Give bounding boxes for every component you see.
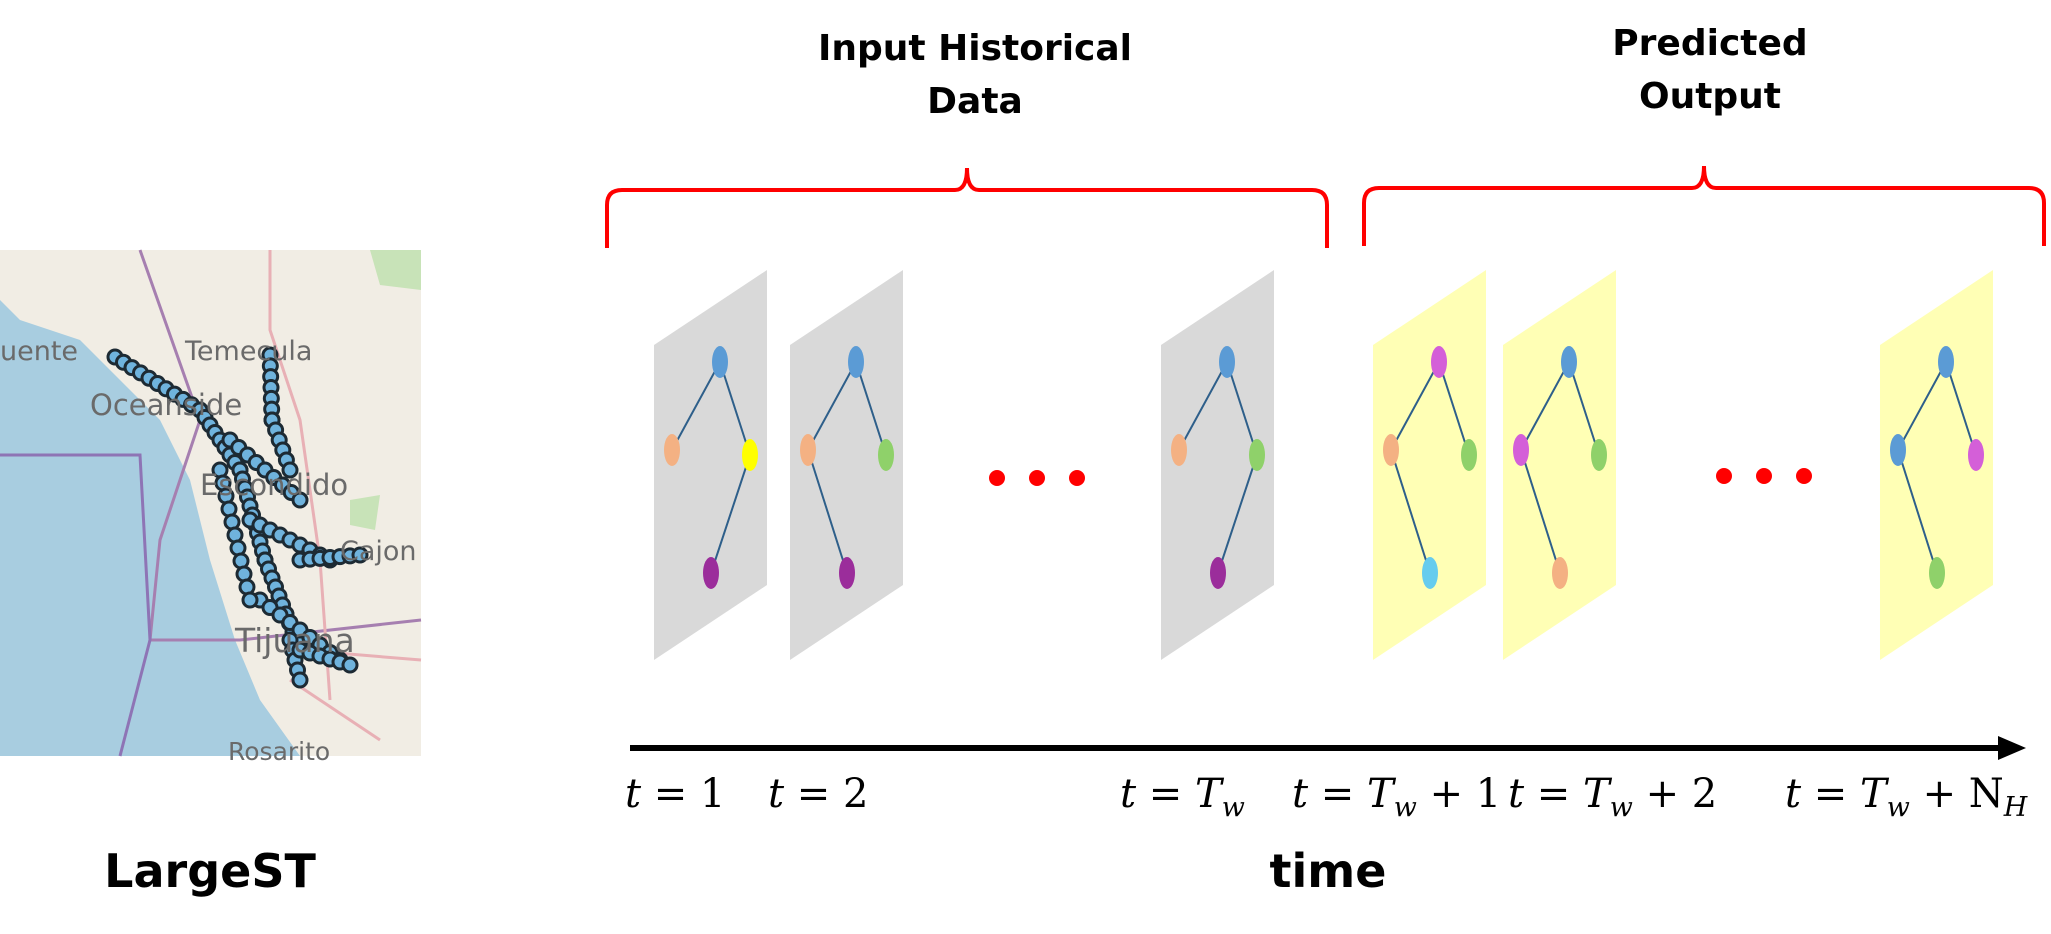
map-road	[268, 250, 332, 701]
graph-node	[1422, 557, 1438, 589]
graph-node	[703, 557, 719, 589]
ellipsis-dot	[1716, 468, 1732, 484]
panel-plane	[1880, 270, 1993, 660]
map-place-label: Cajon	[340, 536, 417, 567]
graph-node	[1383, 434, 1399, 466]
graph-node	[1890, 434, 1906, 466]
time-axis-label: time	[1269, 844, 1387, 898]
graph-node	[1431, 346, 1447, 378]
time-tick-label: t = Tw + 2	[1508, 771, 1718, 823]
time-tick-label: t = Tw + NH	[1785, 771, 2028, 823]
time-tick-label: t = Tw	[1120, 771, 1245, 823]
graph-panel-output	[1503, 270, 1616, 660]
ellipsis-dot	[1756, 468, 1772, 484]
graph-panel-output	[1373, 270, 1486, 660]
panel-plane	[654, 270, 767, 660]
graph-edge	[1568, 361, 1600, 456]
graph-panel-input	[654, 270, 767, 660]
graph-edge	[855, 361, 887, 456]
sensor-dot	[281, 461, 299, 479]
graph-node	[1171, 434, 1187, 466]
time-tick-label: t = 2	[768, 771, 869, 817]
graph-edge	[1178, 361, 1228, 451]
graph-node	[848, 346, 864, 378]
time-tick-label: t = Tw + 1	[1292, 771, 1502, 823]
map-green-area-2	[350, 495, 380, 530]
graph-node	[1968, 439, 1984, 471]
graph-panel-output	[1880, 270, 1993, 660]
sensor-dot	[291, 491, 309, 509]
panel-plane	[1373, 270, 1486, 660]
map-place-label: Tijuana	[234, 621, 355, 660]
graph-edge	[807, 361, 857, 451]
graph-panel-input	[790, 270, 903, 660]
sensor-dot	[241, 591, 259, 609]
graph-node	[664, 434, 680, 466]
ellipsis-dot	[1029, 470, 1045, 486]
map-green-area	[370, 250, 421, 290]
sensor-dot	[291, 671, 309, 689]
time-arrow-head	[1998, 736, 2026, 760]
map-place-label: Temecula	[184, 336, 312, 367]
graph-node	[1929, 557, 1945, 589]
graph-edge	[1217, 454, 1258, 574]
map-place-label: Rosarito	[228, 737, 330, 766]
graph-node	[1938, 346, 1954, 378]
ellipsis-output	[1716, 468, 1812, 484]
graph-node	[1249, 439, 1265, 471]
graph-node	[1561, 346, 1577, 378]
map-border-line	[138, 249, 422, 642]
graph-edge	[710, 454, 751, 574]
sensor-dot	[351, 546, 369, 564]
input-bracket-label: Input Historical Data	[817, 28, 1133, 122]
graph-node	[800, 434, 816, 466]
time-tick-label: t = 1	[625, 771, 726, 817]
dataset-label: LargeST	[104, 844, 316, 898]
ellipsis-input	[989, 470, 1085, 486]
graph-node	[712, 346, 728, 378]
graph-edge	[1897, 449, 1938, 574]
graph-edge	[1390, 361, 1440, 451]
graph-node	[1552, 557, 1568, 589]
graph-edge	[1226, 361, 1258, 456]
graph-edge	[1438, 361, 1470, 456]
graph-node	[1210, 557, 1226, 589]
map-place-label: Oceanside	[90, 388, 242, 422]
ellipsis-dot	[989, 470, 1005, 486]
map-border-line-2	[0, 453, 152, 757]
graph-node	[1513, 434, 1529, 466]
panel-plane	[1161, 270, 1274, 660]
map-land	[0, 250, 421, 756]
panel-plane	[1503, 270, 1616, 660]
graph-node	[1591, 439, 1607, 471]
sensor-dot	[341, 656, 359, 674]
graph-edge	[671, 361, 721, 451]
map-place-label: Escondido	[200, 468, 348, 502]
graph-edge	[1945, 361, 1977, 456]
graph-node	[839, 557, 855, 589]
output-bracket	[1362, 165, 2046, 246]
map-place-label: uente	[0, 336, 78, 367]
graph-edge	[807, 449, 848, 574]
graph-node	[878, 439, 894, 471]
graph-panel-input	[1161, 270, 1274, 660]
graph-node	[1219, 346, 1235, 378]
graph-edge	[1390, 449, 1431, 574]
input-bracket	[605, 167, 1329, 248]
graph-node	[742, 439, 758, 471]
panel-plane	[790, 270, 903, 660]
graph-edge	[1520, 361, 1570, 451]
graph-edge	[1897, 361, 1947, 451]
graph-edge	[719, 361, 751, 456]
output-bracket-label: Predicted Output	[1612, 23, 1808, 117]
graph-node	[1461, 439, 1477, 471]
graph-edge	[1520, 449, 1561, 574]
ellipsis-dot	[1796, 468, 1812, 484]
ellipsis-dot	[1069, 470, 1085, 486]
